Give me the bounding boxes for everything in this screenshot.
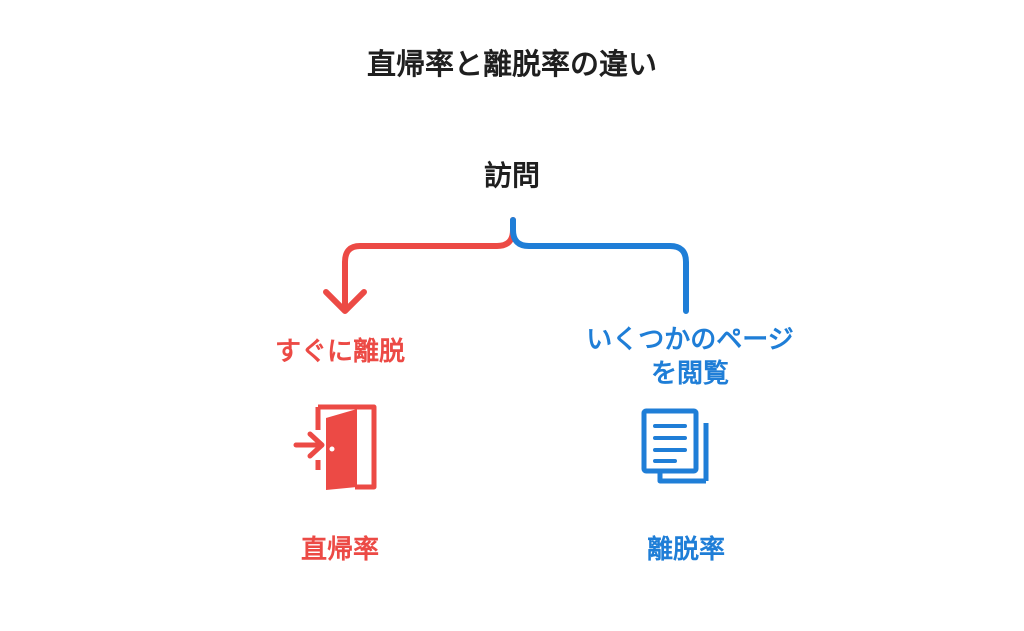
bounce-rate-label: 直帰率 xyxy=(300,535,379,565)
root-label-visit: 訪問 xyxy=(483,159,540,192)
right-branch-label-line1: いくつかのページ xyxy=(586,325,794,355)
left-branch-arrow xyxy=(323,217,516,314)
document-pages-icon xyxy=(641,408,709,484)
exit-door-icon xyxy=(293,404,377,490)
left-branch-label: すぐに離脱 xyxy=(274,337,405,367)
right-branch-line xyxy=(510,217,689,314)
right-branch-label-line2: を閲覧 xyxy=(650,359,729,389)
exit-rate-label: 離脱率 xyxy=(646,535,725,565)
right-branch-label: いくつかのページ を閲覧 xyxy=(560,323,820,391)
diagram-title: 直帰率と離脱率の違い xyxy=(366,47,657,81)
